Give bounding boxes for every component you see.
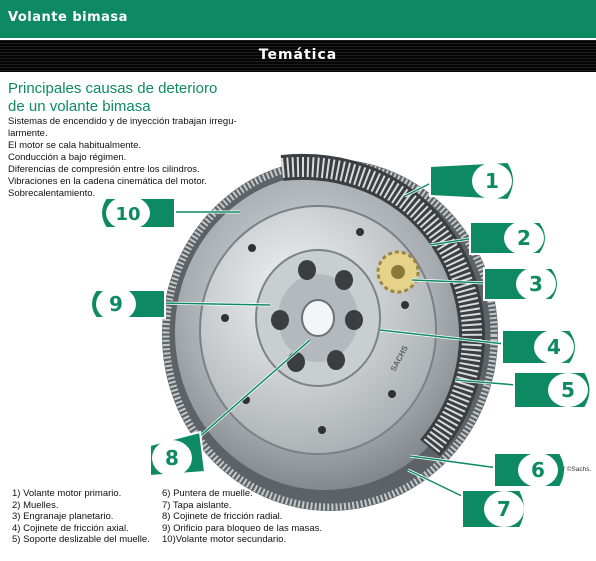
callout-label-2: 2 — [517, 226, 531, 250]
legend-item: 2) Muelles. — [12, 499, 59, 511]
cause-item: Vibraciones en la cadena cinemática del … — [8, 176, 207, 187]
header-title: Volante bimasa — [8, 10, 128, 25]
planet-gear — [376, 250, 420, 294]
legend-item: 9) Orificio para bloqueo de las masas. — [162, 522, 322, 534]
callout-label-6: 6 — [531, 458, 545, 482]
callout-2: 2 — [469, 221, 547, 255]
callout-7: 7 — [461, 489, 526, 529]
header-bar: Volante bimasa — [0, 0, 596, 38]
legend-item: 6) Puntera de muelle. — [162, 488, 253, 499]
legend-item: 8) Cojinete de fricción radial. — [162, 511, 283, 522]
cause-item: larmente. — [8, 128, 48, 139]
cause-item: El motor se cala habitualmente. — [8, 140, 142, 151]
cause-item: Sistemas de encendido y de inyección tra… — [8, 116, 237, 127]
callout-label-3: 3 — [529, 272, 543, 296]
callout-4: 4 — [501, 329, 577, 365]
callout-5: 5 — [513, 371, 592, 409]
callout-3: 3 — [483, 267, 559, 301]
legend-item: 5) Soporte deslizable del muelle. — [12, 534, 150, 545]
page-heading: Principales causas de deterioro de un vo… — [8, 80, 217, 116]
legend-item: 1) Volante motor primario. — [12, 488, 122, 499]
cause-item: Sobrecalentamiento. — [8, 188, 96, 199]
callout-10: 10 — [100, 196, 176, 230]
section-title: Temática — [258, 47, 338, 63]
callout-label-1: 1 — [485, 169, 499, 193]
legend-item: 7) Tapa aislante. — [162, 499, 232, 511]
cause-item: Conducción a bajo régimen. — [8, 152, 127, 163]
legend-item: 10)Volante motor secundario. — [162, 534, 287, 545]
callout-8: 8 — [149, 430, 207, 478]
callout-label-7: 7 — [497, 497, 511, 521]
causes-list: Sistemas de encendido y de inyección tra… — [8, 116, 238, 200]
cause-item: Diferencias de compresión entre los cili… — [8, 164, 200, 175]
callout-label-8: 8 — [165, 446, 179, 470]
callout-9: 9 — [90, 287, 166, 321]
section-band: Temática — [0, 40, 596, 72]
heading-line-1: Principales causas de deterioro — [8, 80, 218, 97]
legend-right: 6) Puntera de muelle. 7) Tapa aislante. … — [162, 488, 322, 546]
callout-label-5: 5 — [561, 378, 575, 402]
callout-6: 6 — [493, 452, 566, 488]
callout-label-4: 4 — [547, 335, 561, 359]
legend-item: 3) Engranaje planetario. — [12, 511, 114, 522]
legend-item: 4) Cojinete de fricción axial. — [12, 522, 129, 534]
heading-line-2: de un volante bimasa — [8, 98, 151, 115]
image-credit: / ©Sachs. — [563, 466, 592, 473]
callout-label-9: 9 — [109, 292, 123, 316]
callout-1: 1 — [429, 160, 515, 202]
legend-left: 1) Volante motor primario. 2) Muelles. 3… — [12, 488, 150, 546]
callout-label-10: 10 — [115, 204, 140, 225]
